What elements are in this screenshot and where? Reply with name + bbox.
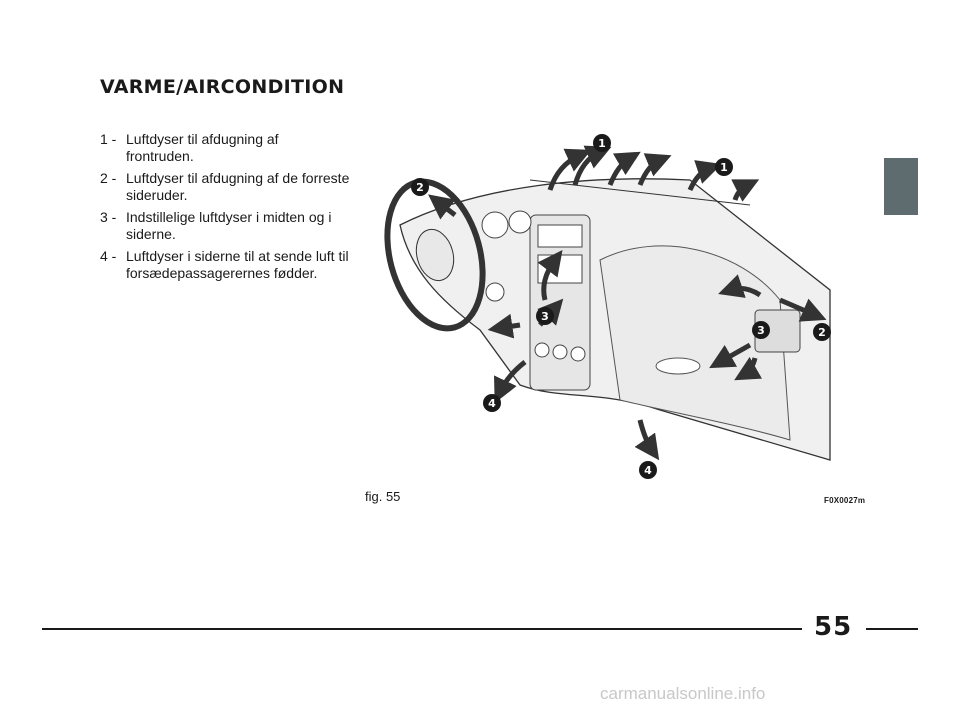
- legend-text: Luftdyser i siderne til at sende luft ti…: [126, 248, 349, 281]
- svg-text:1: 1: [598, 137, 606, 150]
- page-number: 55: [814, 612, 853, 642]
- legend-item-4: 4 - Luftdyser i siderne til at sende luft…: [100, 248, 350, 282]
- glovebox-handle: [655, 357, 701, 375]
- radio-unit: [537, 224, 583, 248]
- svg-text:2: 2: [416, 181, 424, 194]
- callout-badge-4: 4: [639, 461, 657, 479]
- legend-item-3: 3 - Indstillelige luftdyser i midten og i…: [100, 209, 350, 243]
- legend-text: Luftdyser til afdugning af de forreste s…: [126, 170, 350, 203]
- figure-code: F0X0027m: [824, 496, 866, 505]
- svg-text:4: 4: [488, 397, 496, 410]
- footer-rule-right: [866, 628, 918, 630]
- gauge: [508, 210, 532, 234]
- svg-text:3: 3: [757, 324, 765, 337]
- footer-rule-left: [42, 628, 802, 630]
- callout-badge-2: 2: [813, 323, 831, 341]
- gauge: [481, 211, 509, 239]
- callout-badge-3: 3: [752, 321, 770, 339]
- windshield-edge: [529, 179, 751, 206]
- callout-badge-1: 1: [593, 134, 611, 152]
- section-tab: [884, 158, 918, 215]
- figure-label: fig. 55: [365, 489, 401, 504]
- climate-knob: [570, 346, 586, 362]
- watermark: carmanualsonline.info: [600, 684, 766, 703]
- svg-text:1: 1: [720, 161, 728, 174]
- legend-number: 3 -: [100, 209, 117, 225]
- legend-item-1: 1 - Luftdyser til afdugning af frontruden…: [100, 131, 350, 165]
- legend-text: Indstillelige luftdyser i midten og i si…: [126, 209, 332, 242]
- page-heading: VARME/AIRCONDITION: [100, 76, 345, 98]
- dash-button: [485, 282, 505, 302]
- legend-number: 1 -: [100, 131, 117, 147]
- callout-badge-3: 3: [536, 307, 554, 325]
- climate-knob: [534, 342, 550, 358]
- climate-knob: [552, 344, 568, 360]
- callout-badge-4: 4: [483, 394, 501, 412]
- legend-item-2: 2 - Luftdyser til afdugning af de forrest…: [100, 170, 350, 204]
- legend-number: 4 -: [100, 248, 117, 264]
- legend-list: 1 - Luftdyser til afdugning af frontruden…: [100, 131, 350, 287]
- dashboard-illustration: 1 1 2 2 3 3 4 4: [384, 134, 831, 479]
- callout-badge-1: 1: [715, 158, 733, 176]
- legend-number: 2 -: [100, 170, 117, 186]
- svg-text:4: 4: [644, 464, 652, 477]
- callout-badge-2: 2: [411, 178, 429, 196]
- svg-text:3: 3: [541, 310, 549, 323]
- steering-hub: [415, 228, 455, 282]
- svg-text:2: 2: [818, 326, 826, 339]
- legend-text: Luftdyser til afdugning af frontruden.: [126, 131, 279, 164]
